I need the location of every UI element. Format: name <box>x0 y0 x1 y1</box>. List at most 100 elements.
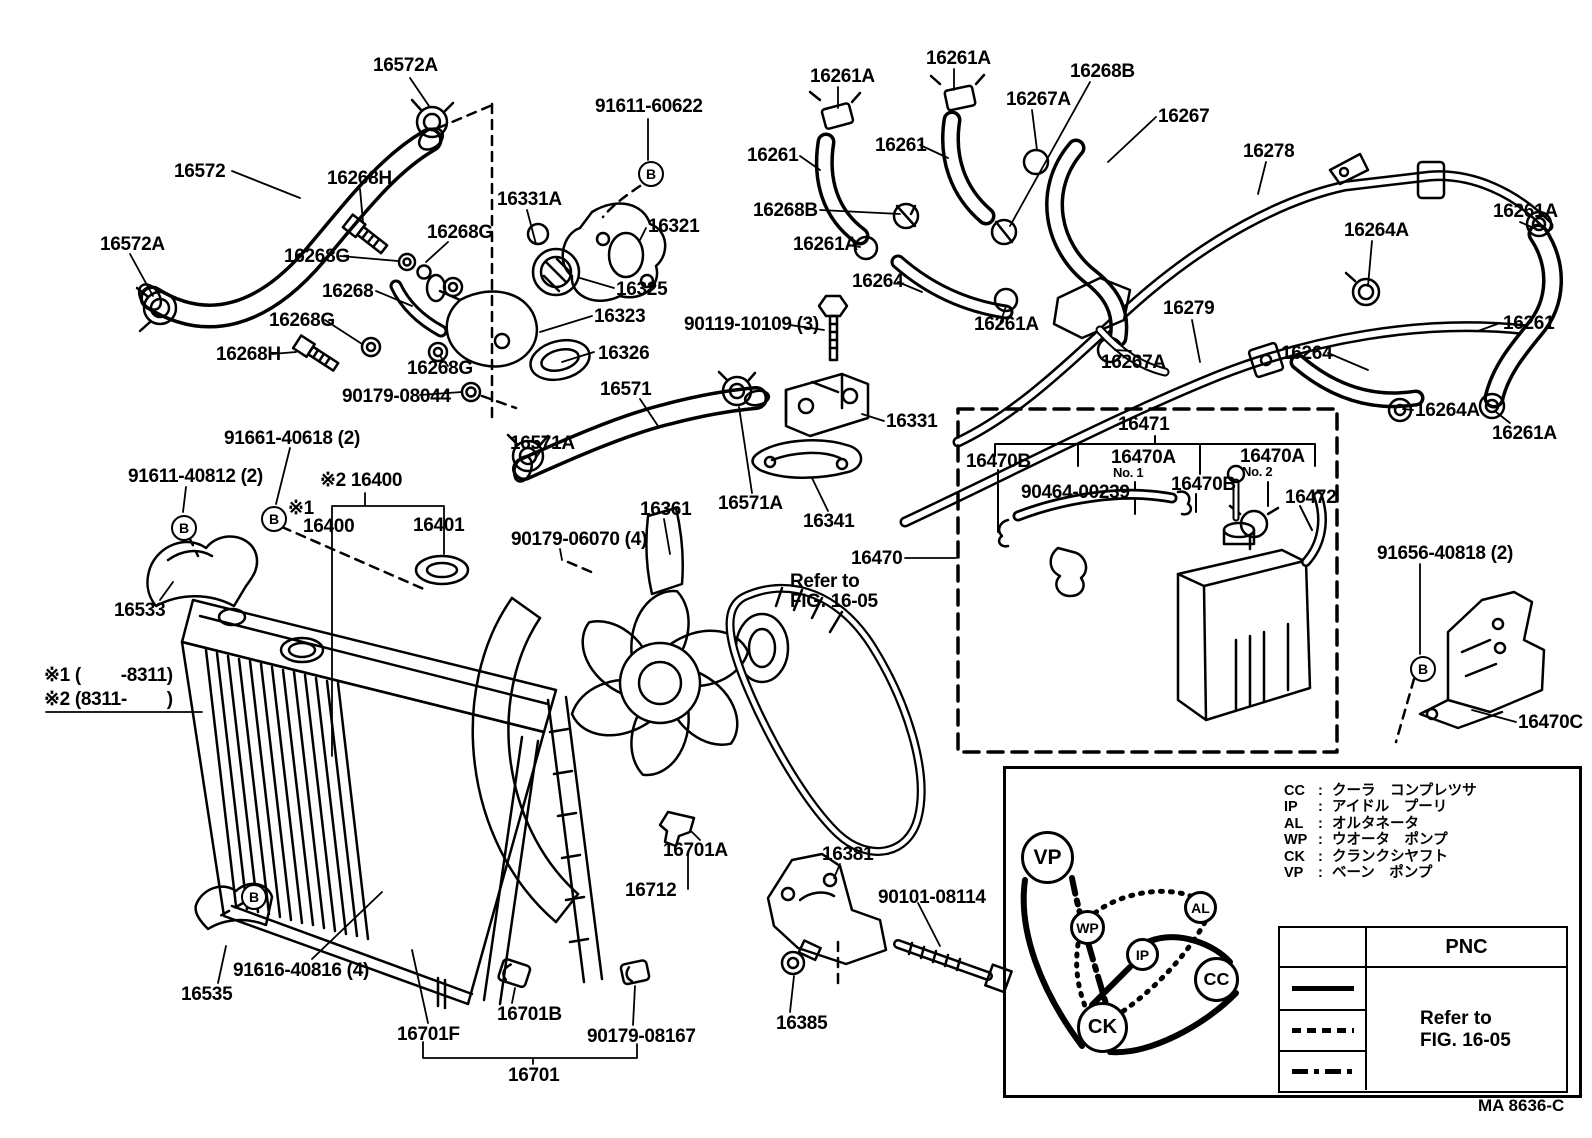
part-number-label: 16264 <box>852 271 904 292</box>
part-number-label: 16268G <box>284 246 350 267</box>
part-number-label: 16712 <box>625 880 677 901</box>
legend-entry: VP: ベーン ポンプ <box>1284 865 1477 881</box>
legend-text: オルタネータ <box>1332 815 1419 832</box>
legend-colon: : <box>1318 783 1323 799</box>
part-number-label: 90179-08167 <box>587 1026 696 1047</box>
legend-entry: IP:アイドル プーリ <box>1284 799 1477 815</box>
part-number-label: 16401 <box>413 515 465 536</box>
callout-b-marker: B <box>171 515 197 541</box>
part-number-label: 16325 <box>616 279 668 300</box>
part-number-label: 16400 <box>303 516 355 537</box>
legend-colon: : <box>1318 865 1323 882</box>
part-number-label: 91656-40818 (2) <box>1377 543 1513 564</box>
part-number-label: 16701A <box>663 840 728 861</box>
part-number-label: 16261 <box>1503 313 1555 334</box>
legend-text: ウオータ ポンプ <box>1332 832 1448 849</box>
part-number-label: 90119-10109 (3) <box>684 314 819 335</box>
legend-entry: CK: クランクシヤフト <box>1284 849 1477 865</box>
part-number-label: ※2 (8311- ) <box>44 689 173 710</box>
part-number-label: 16268H <box>216 344 281 365</box>
part-number-label: 16268B <box>753 200 818 221</box>
part-number-label: 16268G <box>407 358 473 379</box>
part-number-label: 16261A <box>1493 201 1558 222</box>
legend-abbr: VP <box>1284 865 1304 882</box>
legend-text: クランクシヤフト <box>1332 848 1448 865</box>
part-number-label: 16268 <box>322 281 374 302</box>
legend-entry: CC:クーラ コンプレツサ <box>1284 783 1477 799</box>
legend-abbr: CC <box>1284 783 1305 799</box>
part-number-label: 16268B <box>1070 61 1135 82</box>
part-number-label: 16261A <box>974 314 1039 335</box>
part-number-label: 90101-08114 <box>878 887 986 908</box>
part-number-label: 91616-40816 (4) <box>233 960 369 981</box>
part-number-label: 16471 <box>1118 414 1170 435</box>
legend-entry: WP:ウオータ ポンプ <box>1284 832 1477 848</box>
part-number-label: 16261 <box>747 145 799 166</box>
legend-abbr: AL <box>1284 815 1304 832</box>
part-number-label: 16571A <box>510 433 575 454</box>
legend-abbr: IP <box>1284 799 1298 816</box>
part-number-label: 16470 <box>851 548 903 569</box>
part-number-label: 16323 <box>594 306 646 327</box>
part-number-label: 16279 <box>1163 298 1215 319</box>
legend-abbr: CK <box>1284 848 1305 865</box>
callout-b-marker: B <box>1410 656 1436 682</box>
linestyle-sample-solid <box>1291 986 1354 991</box>
part-number-label: 16533 <box>114 600 166 621</box>
pnc-linestyle-row <box>1280 1050 1365 1091</box>
part-number-label: 16381 <box>822 844 874 865</box>
part-number-label: 16261 <box>875 135 927 156</box>
part-number-label: 16571A <box>718 493 783 514</box>
legend-abbr: WP <box>1284 832 1308 849</box>
part-number-label: ※1 ( -8311) <box>44 665 173 686</box>
callout-b-marker: B <box>261 506 287 532</box>
pnc-linestyle-column-header <box>1280 928 1367 966</box>
part-number-label: ※1 <box>288 498 314 519</box>
part-number-label: 16264A <box>1344 220 1409 241</box>
part-number-label: 16267 <box>1158 106 1210 127</box>
part-number-label: 90464-00239 <box>1021 482 1130 503</box>
part-number-label: 16261A <box>810 66 875 87</box>
part-number-label: 16268H <box>327 168 392 189</box>
legend-colon: : <box>1318 848 1323 865</box>
part-number-label: No. 2 <box>1242 464 1273 479</box>
part-number-label: ※2 16400 <box>320 470 403 491</box>
legend-text: ベーン ポンプ <box>1332 865 1433 882</box>
pulley-al: AL <box>1184 891 1217 924</box>
part-number-label: 90179-08044 <box>342 386 451 407</box>
part-number-label: 90179-06070 (4) <box>511 529 647 550</box>
part-number-label: 16361 <box>640 499 692 520</box>
part-number-label: 16261A <box>1492 423 1557 444</box>
part-number-label: 16385 <box>776 1013 828 1034</box>
part-number-label: Refer to <box>790 571 860 592</box>
pnc-header: PNC <box>1445 935 1488 958</box>
part-number-label: FIG. 16-05 <box>790 591 878 612</box>
part-number-label: No. 1 <box>1113 465 1144 480</box>
legend-colon: : <box>1318 815 1323 832</box>
figure-code: MA 8636-C <box>1478 1096 1565 1115</box>
part-number-label: 16701 <box>508 1065 560 1086</box>
part-number-label: 91661-40618 (2) <box>224 428 360 449</box>
part-number-label: 91611-60622 <box>595 96 703 117</box>
legend-text: アイドル プーリ <box>1332 799 1448 816</box>
part-number-label: 16268G <box>427 222 493 243</box>
part-number-label: 16278 <box>1243 141 1295 162</box>
part-number-label: 16572 <box>174 161 226 182</box>
part-number-label: 16470A <box>1240 446 1305 467</box>
part-number-label: 16572A <box>100 234 165 255</box>
part-number-label: 16701F <box>397 1024 460 1045</box>
part-number-label: 16572A <box>373 55 438 76</box>
part-number-label: 16341 <box>803 511 855 532</box>
part-number-label: 16267A <box>1006 89 1071 110</box>
part-number-label: 16571 <box>600 379 652 400</box>
linestyle-sample-dashdot <box>1291 1069 1354 1074</box>
pulley-ip: IP <box>1126 938 1159 971</box>
part-number-label: 16261A <box>926 48 991 69</box>
part-number-label: 16470B <box>1171 474 1236 495</box>
part-number-label: 16470C <box>1518 712 1583 733</box>
part-number-label: 91611-40812 (2) <box>128 466 263 487</box>
